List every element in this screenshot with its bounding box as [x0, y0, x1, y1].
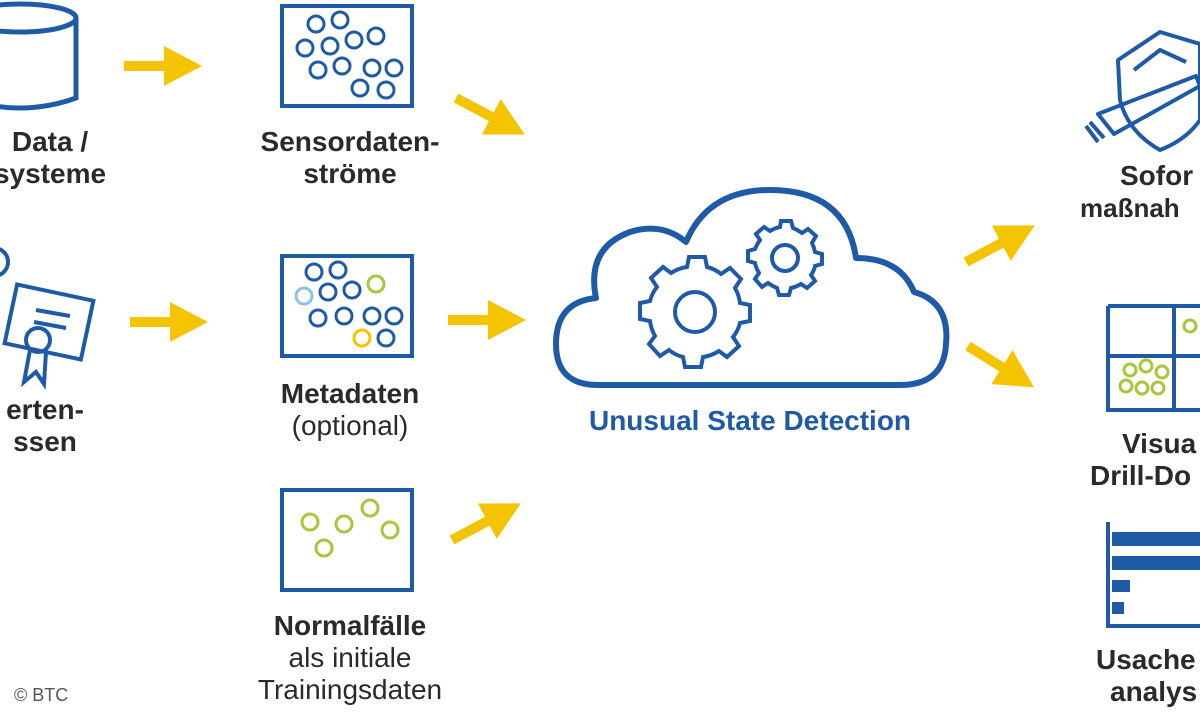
database-icon [0, 1, 79, 111]
root-cause-line1: Usache [1096, 644, 1196, 675]
normal-cases-box [280, 488, 414, 592]
normal-cases-line1: Normalfälle [273, 610, 427, 641]
arrow-right-icon [442, 485, 531, 558]
sensor-data-label: Sensordaten- ströme [230, 126, 470, 190]
expert-knowledge-line2: ssen [13, 426, 77, 457]
data-systems-label: Data / systeme [0, 126, 130, 190]
visual-drilldown-line2: Drill-Do [1090, 460, 1192, 491]
normal-cases-label: Normalfälle als initiale Trainingsdaten [220, 610, 480, 706]
arrow-right-icon [130, 302, 208, 342]
bar-chart-icon [1106, 522, 1200, 628]
shield-sword-icon [1084, 30, 1200, 152]
data-systems-line2: systeme [0, 158, 107, 189]
sensor-data-line2: ströme [303, 158, 397, 189]
root-cause-line2: analys [1110, 676, 1198, 707]
data-systems-line1: Data / [11, 126, 89, 157]
arrow-right-icon [956, 207, 1045, 280]
metadata-label: Metadaten (optional) [230, 378, 470, 442]
gear-icon [746, 219, 824, 297]
visual-drilldown-line1: Visua [1122, 428, 1197, 459]
cloud-label: Unusual State Detection [588, 405, 912, 436]
copyright-notice: © BTC [14, 685, 69, 705]
visual-drilldown-label: Visua Drill-Do [1090, 428, 1200, 492]
expert-knowledge-label: erten- ssen [0, 394, 120, 458]
arrow-right-icon [957, 329, 1045, 405]
expert-knowledge-line1: erten- [6, 394, 84, 425]
normal-cases-line2: als initiale [288, 642, 412, 673]
sensor-data-line1: Sensordaten- [260, 126, 440, 157]
arrow-right-icon [448, 300, 526, 340]
immediate-measures-line1: Sofor [1120, 160, 1194, 191]
immediate-measures-line2: maßnah [1080, 193, 1180, 223]
root-cause-label: Usache analys [1096, 644, 1200, 708]
metadata-box [280, 254, 414, 358]
gear-icon [638, 255, 752, 369]
sensor-data-box [280, 4, 414, 108]
cloud-icon [553, 187, 950, 388]
normal-cases-line3: Trainingsdaten [257, 674, 443, 705]
immediate-measures-label: Sofor maßnah [1080, 160, 1200, 224]
certificate-icon [0, 247, 96, 391]
grid-chart-icon [1106, 304, 1200, 412]
arrow-right-icon [124, 46, 202, 86]
metadata-line1: Metadaten [280, 378, 420, 409]
metadata-line2: (optional) [291, 410, 409, 441]
